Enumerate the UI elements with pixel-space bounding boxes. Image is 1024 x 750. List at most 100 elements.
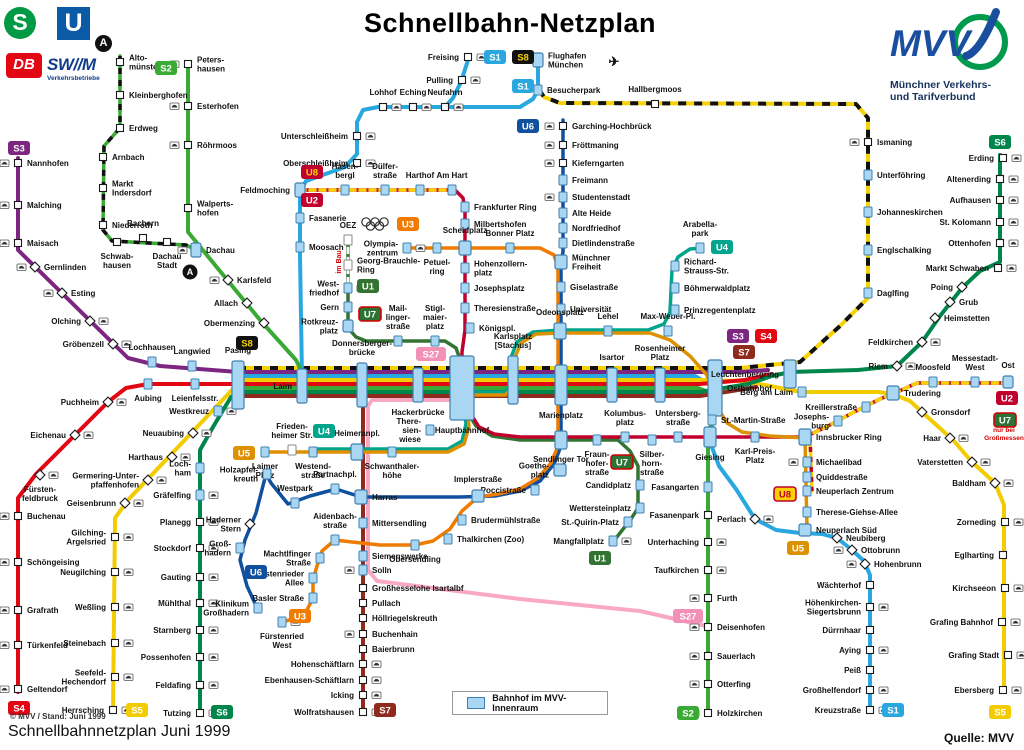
station: Kleinberghofen <box>115 90 188 100</box>
station-label: Haar <box>923 434 941 443</box>
station-label: Prinzregentenplatz <box>684 306 756 315</box>
station: St.-Quirin-Platz <box>561 516 633 528</box>
station: Lochhausen <box>128 343 176 368</box>
station-label: Neugilching <box>60 568 106 577</box>
svg-text:S7: S7 <box>379 706 391 717</box>
park-and-ride-icon <box>905 362 916 370</box>
station: Grafrath <box>0 605 59 615</box>
station-label: Petuel-ring <box>424 258 451 276</box>
park-and-ride-icon <box>421 103 432 111</box>
station-label: Seefeld-Hechendorf <box>62 669 107 687</box>
station: Geltendorf <box>0 684 68 694</box>
station-label: Fasanenpark <box>650 511 700 520</box>
station-label: Trudering <box>904 389 941 398</box>
park-and-ride-icon <box>1011 154 1022 162</box>
station-label: Peters-hausen <box>197 56 225 74</box>
park-and-ride-icon <box>201 429 212 437</box>
station: Karlsfeld <box>209 274 271 286</box>
station: Mittersendling <box>358 517 427 529</box>
station-label: Riem <box>868 362 888 371</box>
station-label: Richard-Strauss-Str. <box>684 258 729 276</box>
park-and-ride-icon <box>43 289 54 297</box>
station: Heimstetten <box>929 312 990 324</box>
station-label: Zorneding <box>957 518 996 527</box>
station-label: Malching <box>27 201 62 210</box>
park-and-ride-icon <box>0 201 10 209</box>
station: Obersendling <box>389 539 441 564</box>
svg-text:S3: S3 <box>732 332 744 343</box>
park-and-ride-icon <box>169 102 180 110</box>
station-label: Feldmoching <box>240 186 290 195</box>
station-label: Neubiberg <box>846 534 886 543</box>
station: Goethe-platz <box>519 462 567 480</box>
station: Neuaubing <box>143 427 212 439</box>
station-label: Erding <box>969 154 994 163</box>
station-label: Innsbrucker Ring <box>816 433 882 442</box>
station: Baierbrunn <box>358 644 415 654</box>
station: Icking <box>331 690 382 700</box>
station-label: Allach <box>214 299 238 308</box>
station: Feldkirchen <box>868 336 941 348</box>
line-badge-u4: U4 <box>711 240 733 254</box>
station: Erding <box>969 153 1022 163</box>
station-label: Grafrath <box>27 606 59 615</box>
a-line-icon: A <box>95 35 112 52</box>
line-s27 <box>366 398 708 628</box>
station: Königspl. <box>465 322 515 334</box>
park-and-ride-icon <box>0 606 10 614</box>
station-label: Besucherpark <box>547 86 601 95</box>
station-label: Ismaning <box>877 138 912 147</box>
station-label: Sendlinger Tor <box>533 455 589 464</box>
park-and-ride-icon <box>833 546 844 554</box>
station: Brudermühlstraße <box>457 514 541 526</box>
station-label: Kreillerstraße <box>805 403 857 412</box>
park-and-ride-icon <box>1008 175 1019 183</box>
station-label: Vaterstetten <box>917 458 963 467</box>
station-label: Ottenhofen <box>948 239 991 248</box>
park-and-ride-icon <box>365 132 376 140</box>
station-label: Geltendorf <box>27 685 68 694</box>
station-label: Stockdorf <box>154 544 192 553</box>
svg-text:S8: S8 <box>241 339 253 350</box>
station-label: Fasangarten <box>651 483 699 492</box>
line-badge-u1: U1 <box>357 279 379 293</box>
station: Nannhofen <box>0 158 69 168</box>
station-label: Giselastraße <box>570 283 619 292</box>
station: Mangfallplatz <box>553 535 632 547</box>
station-label: Taufkirchen <box>654 566 699 575</box>
station-label: Esterhofen <box>197 102 239 111</box>
swm-logo-text: SW//M <box>47 55 96 74</box>
station-label: Scheidplatz <box>443 226 487 235</box>
park-and-ride-icon <box>123 639 134 647</box>
station: Unterföhring <box>863 169 926 181</box>
line-badge-u7: U7 <box>993 412 1017 428</box>
park-and-ride-icon <box>0 558 10 566</box>
station-label: Daglfing <box>877 289 909 298</box>
line-badge-s6: S6 <box>989 135 1011 149</box>
park-and-ride-icon <box>391 103 402 111</box>
station: Fasangarten <box>651 481 713 493</box>
station: Eichenau <box>30 429 94 441</box>
park-and-ride-icon <box>208 491 219 499</box>
station: Berg am Laim <box>740 386 807 398</box>
station: Moosach <box>295 241 344 253</box>
station: Mail-linger-straße <box>386 304 411 347</box>
station: Garching-Hochbrück <box>544 121 652 131</box>
station-label: Schöngeising <box>27 558 80 567</box>
station-label: Freising <box>428 53 459 62</box>
line-badge-s2: S2 <box>677 706 699 720</box>
svg-text:U8: U8 <box>779 490 791 501</box>
station-label: Obermenzing <box>204 319 255 328</box>
station-label: Neuperlach Zentrum <box>816 487 894 496</box>
station-label: Wettersteinplatz <box>569 504 631 513</box>
svg-text:U4: U4 <box>318 427 331 438</box>
map-source: Quelle: MVV <box>943 731 1014 745</box>
line-badge-u8: U8 <box>773 486 797 502</box>
park-and-ride-icon <box>544 193 555 201</box>
station-label: Buchenau <box>27 512 66 521</box>
station-label: Nordfriedhof <box>572 224 621 233</box>
